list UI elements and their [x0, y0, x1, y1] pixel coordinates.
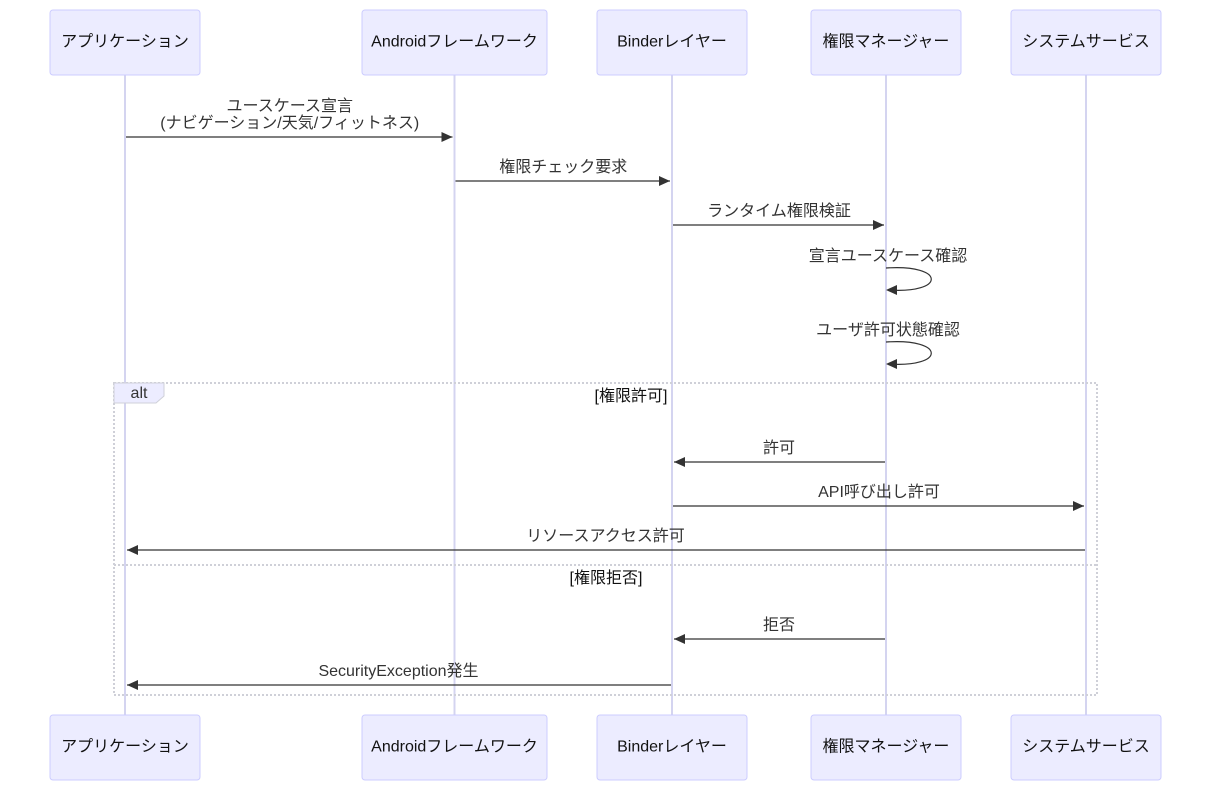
participant-label: 権限マネージャー	[823, 33, 950, 51]
message-10: SecurityException発生	[127, 662, 671, 690]
participant-box	[361, 9, 548, 76]
self-message-loop	[885, 341, 932, 365]
arrowhead	[127, 545, 138, 555]
message-label: 権限チェック要求	[499, 158, 627, 176]
participant-box	[810, 9, 962, 76]
message-label: API呼び出し許可	[818, 483, 940, 501]
participant-box	[49, 9, 201, 76]
participant-label: 権限マネージャー	[823, 738, 950, 756]
message-label: ランタイム権限検証	[707, 202, 851, 220]
participant-sys-top[interactable]: システムサービス	[1010, 9, 1162, 76]
alt-tag-box	[113, 382, 165, 404]
participant-box	[596, 9, 748, 76]
arrowhead	[1073, 501, 1084, 511]
message-8: リソースアクセス許可	[127, 527, 1085, 555]
message-6: 許可	[674, 439, 885, 467]
arrowhead	[441, 132, 453, 142]
arrowhead	[873, 220, 884, 230]
participant-label: Androidフレームワーク	[371, 33, 538, 51]
message-label: リソースアクセス許可	[526, 527, 684, 545]
participant-fw-bottom[interactable]: Androidフレームワーク	[361, 714, 548, 781]
arrowhead	[659, 176, 670, 186]
message-4: 宣言ユースケース確認	[809, 247, 967, 295]
message-label: (ナビゲーション/天気/フィットネス)	[160, 114, 419, 132]
message-3: ランタイム権限検証	[673, 202, 884, 230]
arrowhead	[674, 634, 685, 644]
arrowhead	[127, 680, 138, 690]
participant-box	[49, 714, 201, 781]
participant-sys-bottom[interactable]: システムサービス	[1010, 714, 1162, 781]
participant-label: システムサービス	[1022, 738, 1150, 756]
participant-label: Androidフレームワーク	[371, 738, 538, 756]
participant-label: アプリケーション	[61, 738, 189, 756]
self-message-loop	[885, 267, 932, 291]
message-label: 許可	[763, 439, 795, 457]
message-9: 拒否	[674, 616, 885, 644]
arrowhead	[674, 457, 685, 467]
participant-fw-top[interactable]: Androidフレームワーク	[361, 9, 548, 76]
participant-binder-top[interactable]: Binderレイヤー	[596, 9, 748, 76]
message-label: 拒否	[763, 616, 795, 634]
participant-box	[1010, 9, 1162, 76]
alt-condition-1: [権限許可]	[595, 387, 668, 405]
participant-perm-bottom[interactable]: 権限マネージャー	[810, 714, 962, 781]
participant-app-top[interactable]: アプリケーション	[49, 9, 201, 76]
participant-label: Binderレイヤー	[617, 34, 727, 51]
message-5: ユーザ許可状態確認	[816, 321, 960, 369]
participant-label: アプリケーション	[61, 33, 189, 51]
participant-label: Binderレイヤー	[617, 739, 727, 756]
alt-tag-label: alt	[131, 385, 148, 402]
message-label: ユーザ許可状態確認	[816, 321, 960, 339]
participant-perm-top[interactable]: 権限マネージャー	[810, 9, 962, 76]
message-label: 宣言ユースケース確認	[809, 247, 967, 265]
message-7: API呼び出し許可	[673, 483, 1084, 511]
participant-box	[1010, 714, 1162, 781]
participant-box	[810, 714, 962, 781]
message-label: ユースケース宣言	[227, 97, 353, 115]
message-2: 権限チェック要求	[455, 158, 670, 186]
message-1: ユースケース宣言(ナビゲーション/天気/フィットネス)	[126, 97, 453, 142]
arrowhead	[886, 285, 897, 295]
participant-box	[596, 714, 748, 781]
message-label: SecurityException発生	[318, 662, 478, 680]
alt-condition-2: [権限拒否]	[570, 569, 643, 587]
participant-box	[361, 714, 548, 781]
arrowhead	[886, 359, 897, 369]
participant-label: システムサービス	[1022, 33, 1150, 51]
participant-app-bottom[interactable]: アプリケーション	[49, 714, 201, 781]
alt-frame	[113, 382, 1098, 696]
participant-binder-bottom[interactable]: Binderレイヤー	[596, 714, 748, 781]
